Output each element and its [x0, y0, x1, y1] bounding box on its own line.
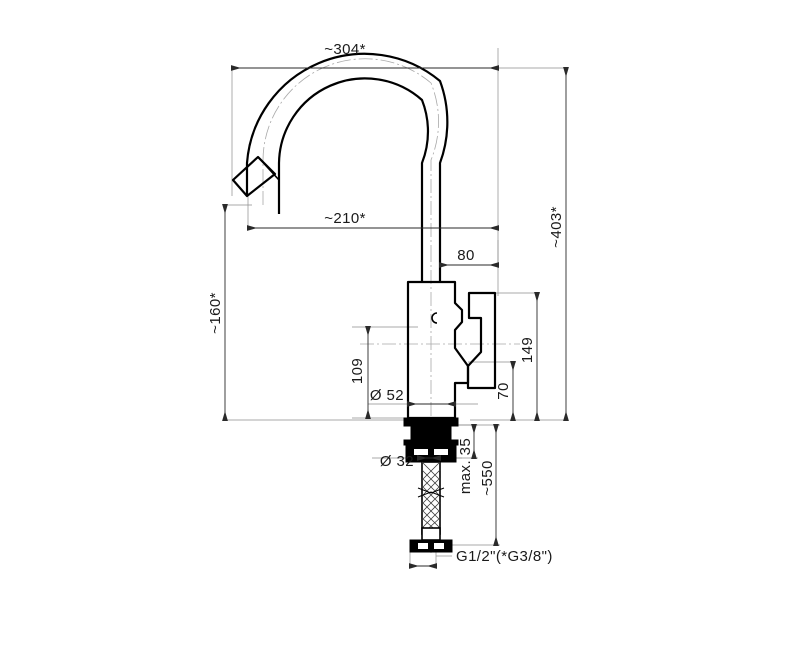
aerator-collar — [257, 156, 280, 181]
label-hose-length: ~550 — [479, 460, 496, 495]
label-body-diameter: Ø 52 — [370, 387, 404, 404]
label-shank-diameter: Ø 32 — [380, 453, 414, 470]
hose-break-lower — [417, 491, 445, 498]
mount-stud-upper — [410, 425, 452, 441]
label-overall-height: ~403* — [548, 206, 565, 248]
hose-ferrule — [421, 527, 441, 541]
spout-aerator — [231, 155, 277, 198]
hose-break-upper — [417, 487, 445, 494]
label-handle-top: 149 — [519, 337, 536, 363]
connection-nut-void-left — [418, 543, 428, 549]
handle-screw-boss — [431, 312, 438, 324]
label-outlet-height: ~160* — [207, 292, 224, 334]
label-top-width: ~304* — [324, 41, 366, 58]
label-body-height: 109 — [349, 358, 366, 384]
mount-nut-void-right — [434, 449, 448, 455]
label-handle-projection: 80 — [457, 247, 475, 264]
mixer-body — [406, 280, 470, 420]
mount-nut-void-left — [414, 449, 428, 455]
label-outlet-reach: ~210* — [324, 210, 366, 227]
spout-outer-arc — [245, 52, 449, 282]
lever-handle — [466, 291, 497, 390]
mount-washer — [403, 439, 459, 446]
base-flange — [403, 417, 459, 427]
faucet-body-outline — [231, 52, 497, 420]
label-thread-size: G1/2"(*G3/8") — [456, 548, 553, 565]
label-handle-pivot: 70 — [495, 382, 512, 400]
dimension-labels: ~304* ~210* ~160* ~403* 80 109 Ø 52 149 … — [207, 41, 565, 565]
connection-nut — [409, 539, 453, 553]
connection-nut-void-right — [434, 543, 444, 549]
spout-inner-arc — [277, 77, 430, 282]
supply-hose-assembly — [409, 461, 453, 553]
dimension-lines — [222, 65, 569, 569]
label-deck-thickness: max. 35 — [457, 438, 474, 494]
extension-lines — [225, 48, 566, 566]
